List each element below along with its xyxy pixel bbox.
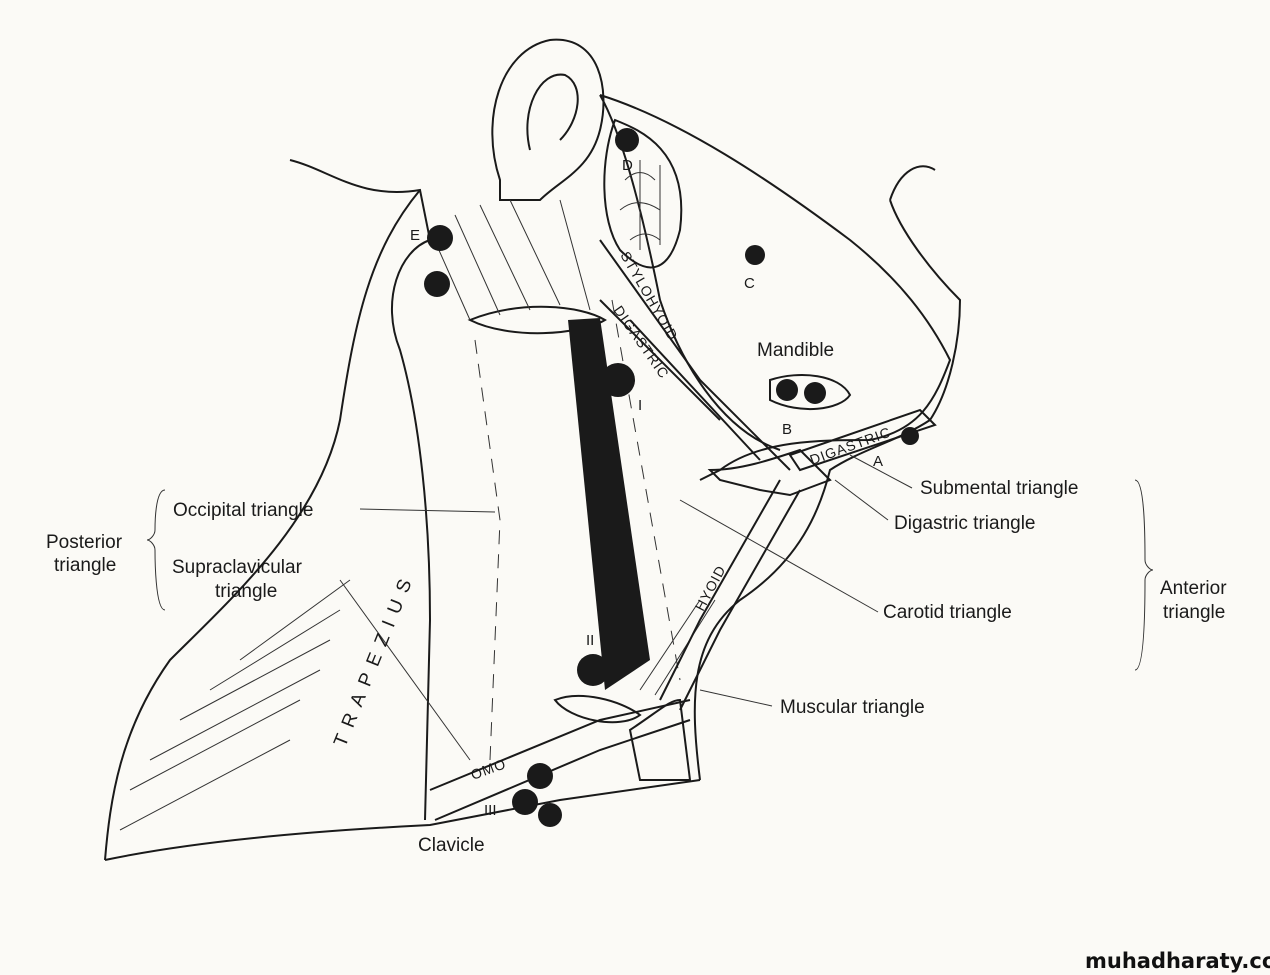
anterior-triangle-label-line1: Anterior bbox=[1160, 578, 1227, 599]
mandible-label: Mandible bbox=[757, 340, 834, 361]
supraclavicular-triangle-label-line1: Supraclavicular bbox=[172, 557, 303, 578]
digastric-triangle-label: Digastric triangle bbox=[894, 513, 1036, 534]
omo-label: OMO bbox=[469, 755, 509, 783]
node-group-iii-label: III bbox=[484, 802, 497, 819]
carotid-triangle-label: Carotid triangle bbox=[883, 602, 1012, 623]
hyoid-label: HYOID bbox=[692, 562, 729, 613]
neck-outline bbox=[104, 94, 962, 861]
clavicle-label: Clavicle bbox=[418, 835, 485, 856]
posterior-triangle-label-line1: Posterior bbox=[46, 532, 123, 553]
trapezius-label: TRAPEZIUS bbox=[330, 568, 420, 750]
muscular-triangle-label: Muscular triangle bbox=[780, 697, 925, 718]
node-group-d-label: D bbox=[622, 157, 633, 174]
sternocleidomastoid bbox=[429, 199, 716, 781]
submental-triangle-label: Submental triangle bbox=[920, 478, 1078, 499]
lymph-nodes bbox=[424, 128, 919, 827]
trapezius-muscle bbox=[119, 579, 351, 831]
watermark: muhadharaty.com bbox=[1085, 949, 1270, 973]
occipital-triangle-label: Occipital triangle bbox=[173, 500, 313, 521]
node-group-c-label: C bbox=[744, 275, 755, 292]
digastric-stylohyoid bbox=[599, 239, 937, 497]
node-group-a-label: A bbox=[873, 453, 883, 470]
anterior-triangle-label-line2: triangle bbox=[1163, 602, 1225, 623]
supraclavicular-triangle-label-line2: triangle bbox=[215, 581, 277, 602]
node-group-i-label: I bbox=[638, 397, 642, 414]
node-group-e-label: E bbox=[410, 227, 420, 244]
node-group-ii-label: II bbox=[586, 632, 594, 649]
carotid-vessel bbox=[474, 299, 681, 761]
posterior-triangle-label-line2: triangle bbox=[54, 555, 116, 576]
leader-lines bbox=[146, 454, 1154, 761]
submandibular-gland bbox=[769, 374, 852, 411]
hyoid-omohyoid bbox=[429, 479, 801, 821]
parotid-gland bbox=[603, 118, 683, 269]
node-group-b-label: B bbox=[782, 421, 792, 438]
ear bbox=[491, 38, 605, 201]
